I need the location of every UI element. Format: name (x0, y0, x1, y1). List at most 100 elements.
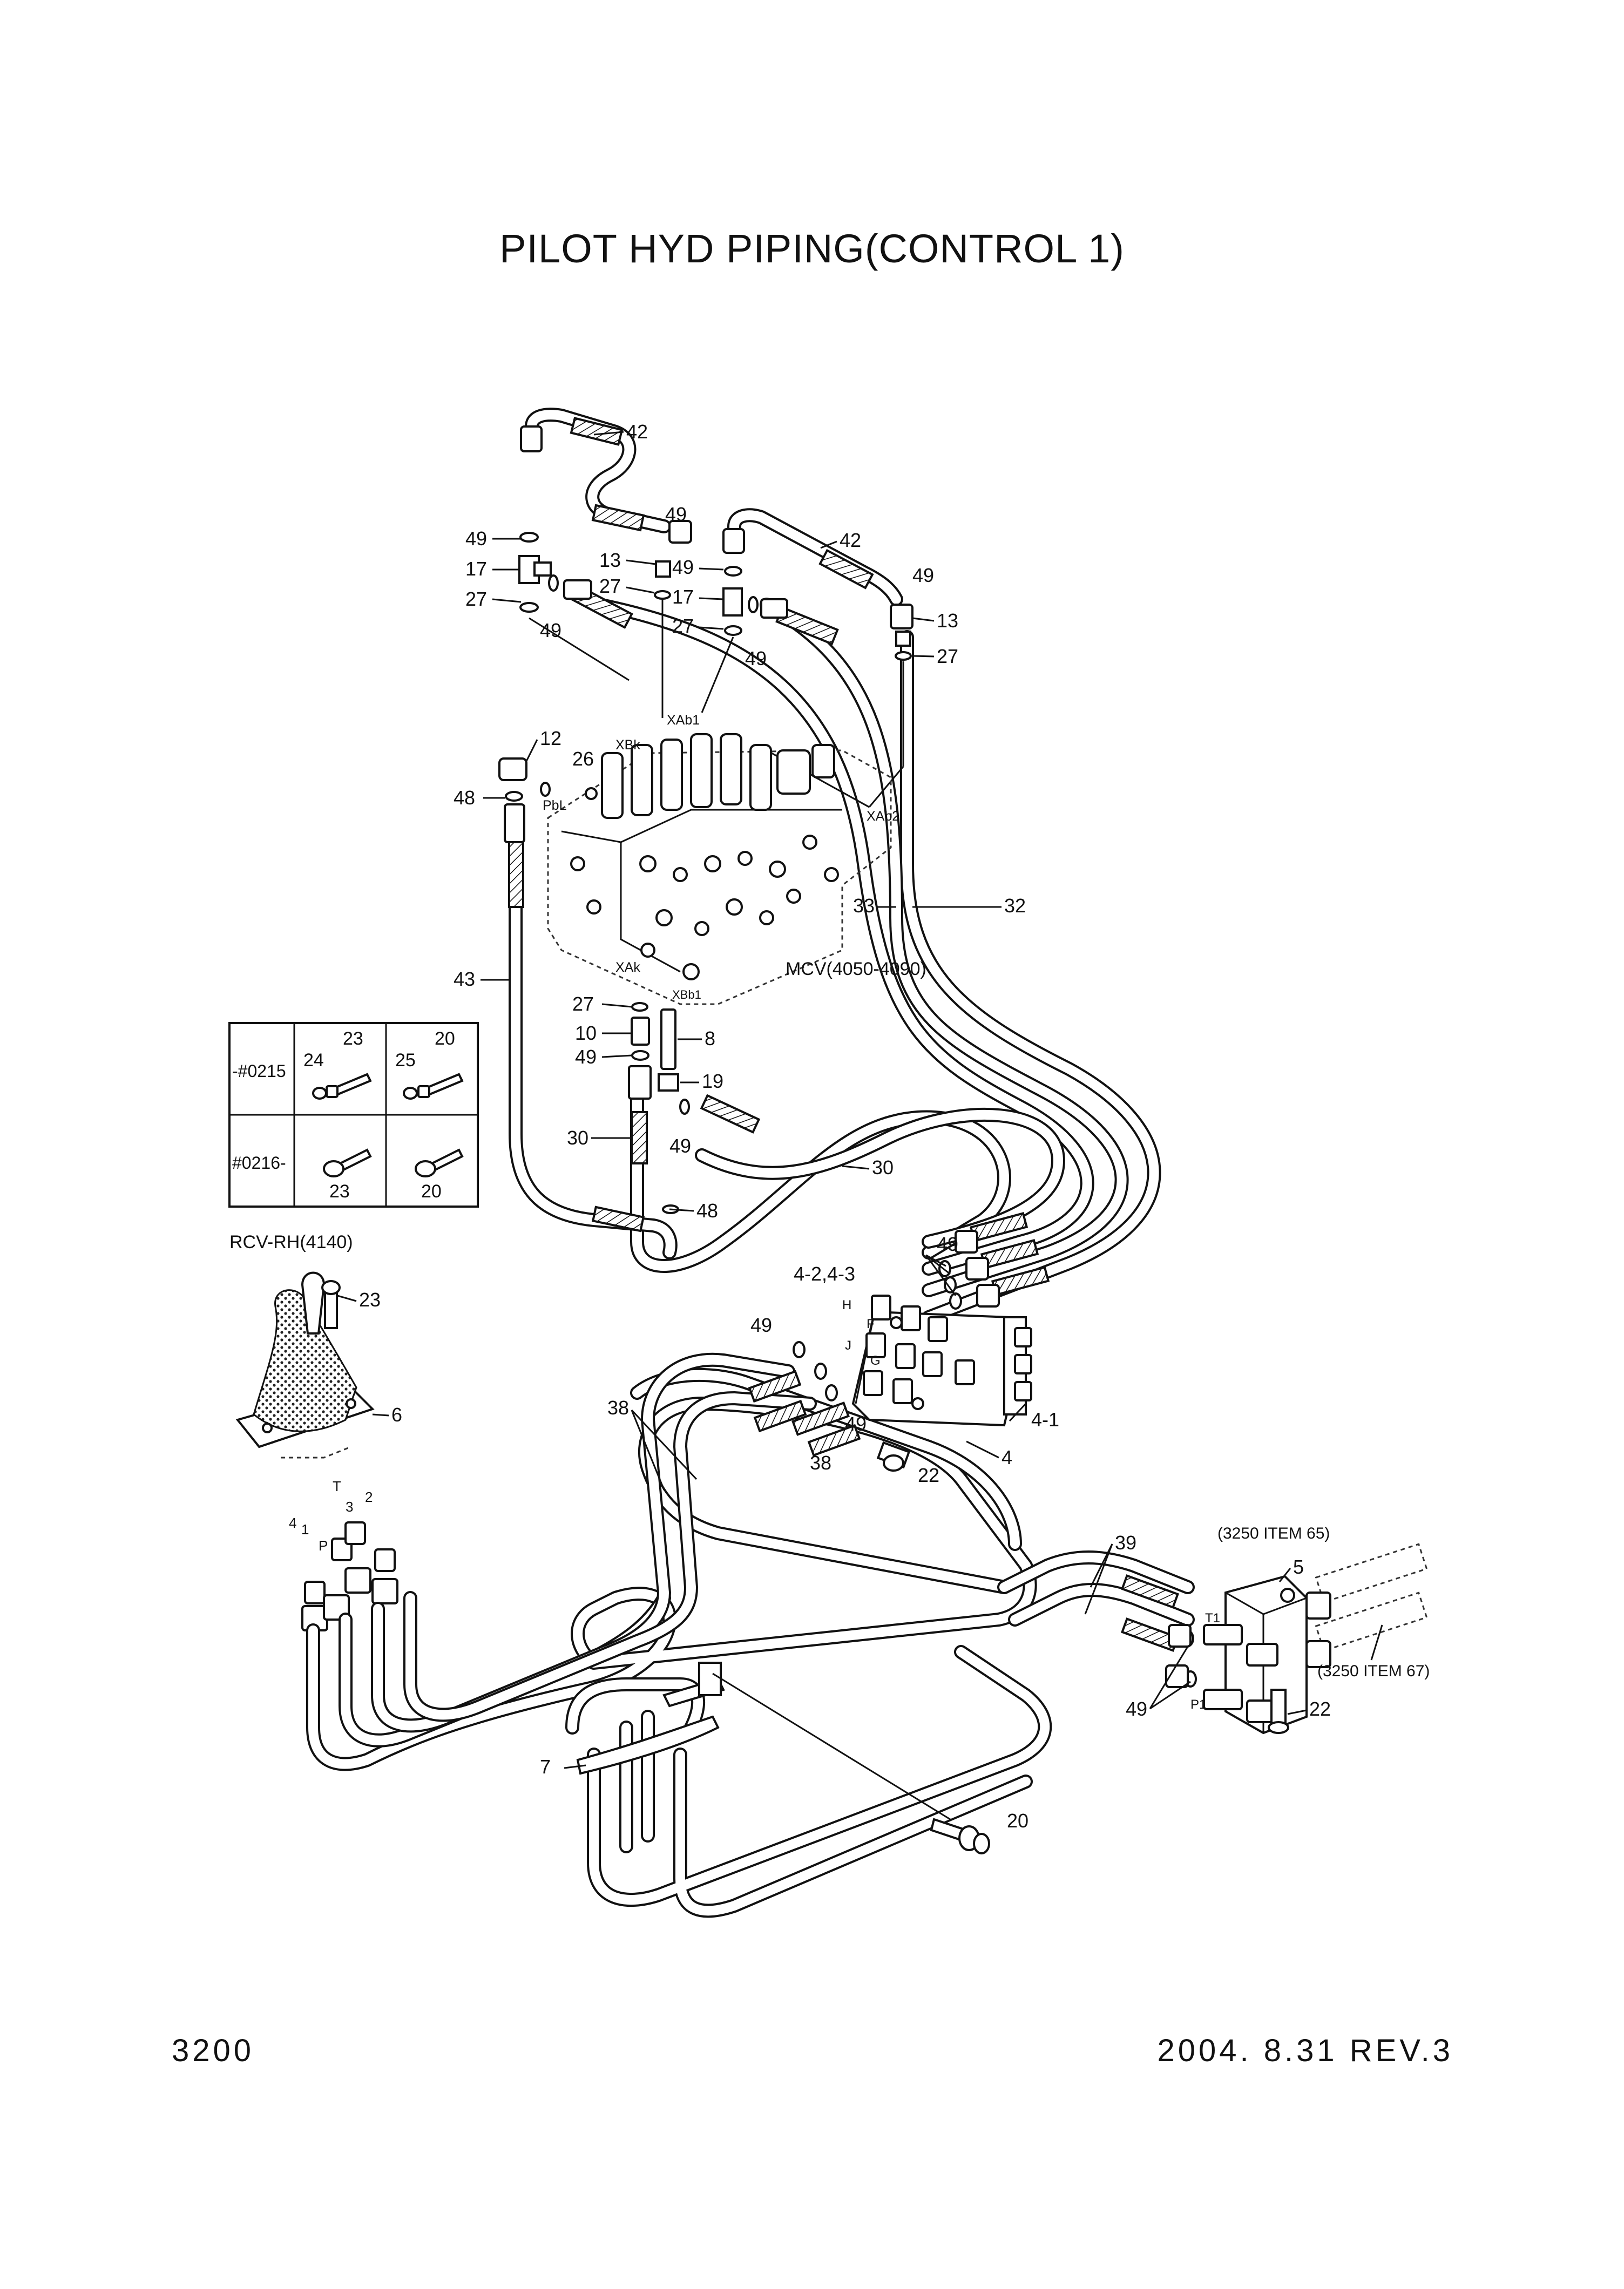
rcv-port-p: P (319, 1538, 328, 1554)
callout-49l: 49 (1126, 1698, 1147, 1720)
block-5: T1 P1 (1165, 1543, 1428, 1735)
callout-12: 12 (540, 727, 561, 749)
port-label-xbb1: XBb1 (672, 988, 701, 1001)
callout-20: 20 (1007, 1810, 1028, 1832)
serial-table: -#0215 #0216- 24 23 25 20 23 20 (228, 1022, 479, 1208)
hose-42-left (525, 408, 671, 533)
callout-labels: 42 49 17 27 49 49 13 27 42 49 17 27 49 4… (359, 421, 1430, 1832)
fitting-cluster-mcv (498, 757, 761, 1232)
callout-17a: 17 (465, 558, 487, 580)
flange-bolt-icon (323, 1148, 372, 1177)
callout-27d: 27 (937, 645, 958, 667)
rcv-port-2: 2 (365, 1489, 373, 1505)
callout-39: 39 (1115, 1532, 1136, 1554)
callout-43: 43 (454, 968, 475, 990)
port-label-j: J (845, 1338, 851, 1353)
serial-row-1-range: -#0215 (232, 1061, 286, 1081)
washer-icon (403, 1087, 418, 1100)
callout-leaders (337, 431, 1383, 1769)
callout-22b: 22 (1309, 1698, 1331, 1720)
flange-bolt-icon (415, 1148, 464, 1177)
callout-27b: 27 (599, 575, 621, 597)
serial-row-2-part-20: 20 (421, 1181, 442, 1202)
port-label-t1: T1 (1205, 1611, 1220, 1626)
washer-icon (312, 1087, 327, 1100)
callout-49b: 49 (540, 619, 561, 641)
rcv-label: RCV-RH(4140) (229, 1232, 353, 1252)
callout-49k: 49 (845, 1413, 867, 1435)
callout-48a: 48 (454, 787, 475, 809)
callout-8: 8 (705, 1027, 715, 1049)
hose-30 (630, 1083, 1065, 1273)
callout-5: 5 (1293, 1556, 1304, 1578)
callout-49e: 49 (745, 647, 767, 669)
callout-27a: 27 (465, 588, 487, 610)
callout-48b: 48 (696, 1200, 718, 1222)
callout-19: 19 (702, 1070, 723, 1092)
callout-49h: 49 (669, 1135, 691, 1157)
port-label-xab2: XAb2 (867, 809, 899, 824)
mcv-label: MCV(4050-4090) (786, 959, 926, 979)
rcv-port-t: T (333, 1478, 341, 1494)
callout-item67: (3250 ITEM 67) (1317, 1662, 1430, 1680)
port-label-pbl: PbL (543, 798, 567, 813)
bolt-icon (417, 1073, 464, 1098)
rcv-port-4: 4 (289, 1515, 296, 1531)
callout-41: 4-1 (1031, 1408, 1059, 1431)
bolt-icon (326, 1073, 372, 1098)
port-label-f: F (867, 1317, 875, 1331)
callout-26: 26 (572, 748, 594, 770)
revision-date: 2004. 8.31 REV.3 (1157, 2033, 1453, 2068)
callout-27c: 27 (672, 615, 694, 637)
callout-49g: 49 (575, 1046, 597, 1068)
port-label-p1: P1 (1190, 1697, 1206, 1712)
serial-row-2-range: #0216- (232, 1153, 286, 1173)
clamp-7 (576, 1662, 725, 1775)
port-label-xak: XAk (615, 960, 640, 975)
hose-32 (900, 630, 1161, 1324)
callout-4: 4 (1002, 1446, 1012, 1468)
callout-49j: 49 (750, 1314, 772, 1336)
callout-13a: 13 (599, 549, 621, 571)
serial-row-2-part-23: 23 (329, 1181, 350, 1202)
callout-10: 10 (575, 1022, 597, 1044)
dashed-ref-hoses (1305, 1543, 1428, 1668)
callout-6: 6 (391, 1404, 402, 1426)
hose-33 (592, 598, 1129, 1297)
leader-20 (712, 1672, 951, 1820)
callout-42b: 42 (840, 529, 861, 551)
serial-row-1-part-25: 25 (395, 1050, 416, 1071)
rcv-joystick: RCV-RH(4140) (229, 1232, 375, 1459)
port-label-g: G (870, 1353, 881, 1368)
rcv-port-1: 1 (301, 1521, 309, 1538)
callout-27e: 27 (572, 993, 594, 1015)
callout-38a: 38 (607, 1397, 629, 1419)
callout-49i: 49 (937, 1233, 958, 1255)
mcv-valve-block: XBk XAb1 XAb2 PbL XAk XBb1 MCV(4050-4090… (543, 713, 926, 1005)
callout-4243: 4-2,4-3 (794, 1263, 855, 1285)
callout-49c: 49 (665, 503, 687, 525)
callout-item65: (3250 ITEM 65) (1217, 1525, 1330, 1542)
callout-33: 33 (853, 895, 875, 917)
mcv-spools (601, 733, 835, 819)
serial-row-1-part-24: 24 (303, 1050, 324, 1071)
serial-row-1-part-20: 20 (435, 1028, 455, 1049)
callout-22a: 22 (918, 1464, 939, 1486)
fitting-cluster-top (518, 425, 914, 661)
callout-13b: 13 (937, 610, 958, 632)
block-4: H F J G (793, 1260, 1032, 1472)
pipe-bundle-38 (306, 1352, 1195, 1918)
callout-30b: 30 (872, 1156, 894, 1179)
port-label-xab1: XAb1 (667, 713, 700, 728)
callout-7: 7 (540, 1756, 551, 1778)
hoses-to-block-4 (955, 1212, 1050, 1308)
rcv-port-3: 3 (346, 1499, 353, 1515)
port-label-h: H (842, 1298, 851, 1312)
page-number: 3200 (172, 2033, 255, 2068)
callout-42a: 42 (626, 421, 648, 443)
rcv-port-fittings: 1 P T 3 2 4 (289, 1478, 398, 1631)
callout-49f: 49 (912, 564, 934, 586)
hose-43 (509, 830, 678, 1259)
